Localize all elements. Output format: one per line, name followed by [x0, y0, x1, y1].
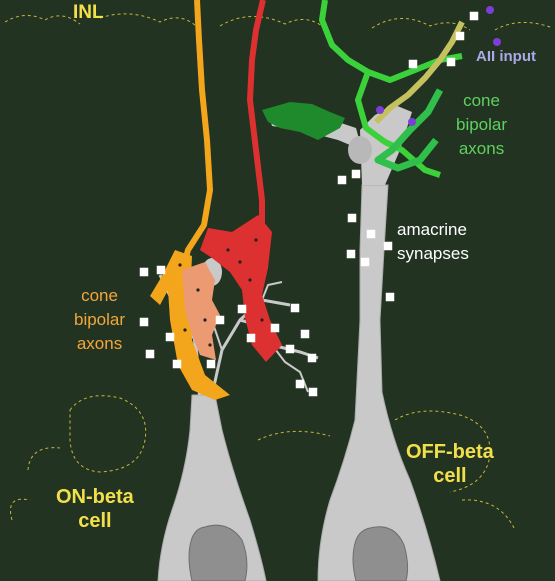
label-line: axons	[76, 334, 123, 353]
synapse-marker	[139, 317, 149, 327]
synapse-marker	[383, 241, 393, 251]
label-line: cone	[81, 286, 118, 305]
on-beta-cell-label: ON-beta cell	[56, 485, 134, 533]
synapse-marker	[366, 229, 376, 239]
synapse-marker	[285, 344, 295, 354]
right-cone-bipolar-axons	[262, 0, 465, 178]
axon-stipple	[178, 238, 264, 347]
amacrine-synapse-markers	[139, 11, 479, 397]
stipple-dot	[226, 248, 230, 252]
synapse-marker	[139, 267, 149, 277]
synapse-marker	[351, 169, 361, 179]
synapse-marker	[165, 332, 175, 342]
synapse-marker	[385, 292, 395, 302]
synapse-marker	[290, 303, 300, 313]
off-beta-dendrite-bulb	[348, 136, 372, 164]
olive-axon	[373, 20, 465, 125]
on-beta-soma	[157, 394, 267, 581]
salmon-axon-arbor	[182, 262, 220, 360]
cone-bipolar-axons-right-label: cone bipolar axons	[456, 89, 507, 161]
off-beta-cell-label: OFF-beta cell	[406, 440, 494, 488]
inl-label: INL	[73, 2, 104, 24]
label-line: amacrine	[397, 220, 467, 239]
label-line: cell	[433, 465, 467, 487]
orange-axon	[177, 0, 213, 281]
input-dot	[408, 118, 416, 126]
green-axon-branch	[355, 70, 441, 178]
inl-outline-2	[99, 13, 197, 27]
synapse-marker	[156, 265, 166, 275]
on-beta-nucleus	[188, 524, 248, 581]
synapse-marker	[237, 304, 247, 314]
amacrine-synapses-label: amacrine synapses	[397, 218, 469, 266]
stipple-dot	[196, 288, 200, 292]
label-line: axons	[458, 139, 505, 158]
aii-input-label: AII input	[476, 48, 536, 65]
synapse-marker	[300, 329, 310, 339]
green-axon-branch-2	[374, 88, 444, 172]
label-line: cell	[78, 510, 112, 532]
synapse-marker	[307, 353, 317, 363]
input-dot	[493, 38, 501, 46]
on-beta-dendrite-5	[261, 281, 283, 301]
inl-label-text: INL	[73, 2, 104, 23]
synapse-marker	[408, 59, 418, 69]
synapse-marker	[246, 333, 256, 343]
gcl-outline-3	[10, 498, 31, 521]
label-line: OFF-beta	[406, 441, 494, 463]
label-line: cone	[463, 91, 500, 110]
gcl-outline-1	[69, 395, 147, 473]
synapse-marker	[455, 31, 465, 41]
stipple-dot	[208, 343, 212, 347]
synapse-marker	[346, 249, 356, 259]
input-dot	[376, 106, 384, 114]
synapse-marker	[145, 349, 155, 359]
synapse-marker	[270, 323, 280, 333]
stipple-dot	[178, 263, 182, 267]
synapse-marker	[206, 359, 216, 369]
inl-outline-5	[494, 22, 554, 31]
synapse-marker	[446, 57, 456, 67]
synapse-marker	[347, 213, 357, 223]
label-line: synapses	[397, 244, 469, 263]
gcl-outline-4	[257, 430, 331, 441]
stipple-dot	[260, 318, 264, 322]
inl-outline-3	[219, 15, 323, 27]
red-axon-arbor	[200, 215, 282, 362]
stipple-dot	[254, 238, 258, 242]
gcl-outline-5	[394, 410, 491, 493]
synapse-marker	[469, 11, 479, 21]
gcl-outline-2	[27, 447, 61, 471]
synapse-marker	[172, 359, 182, 369]
aii-input-dots	[376, 6, 501, 126]
label-line: bipolar	[74, 310, 126, 329]
label-line: bipolar	[456, 115, 508, 134]
synapse-marker	[308, 387, 318, 397]
label-line: ON-beta	[56, 486, 134, 508]
gcl-outline-6	[461, 499, 516, 531]
synapse-marker	[215, 315, 225, 325]
aii-input-label-text: AII input	[476, 48, 536, 65]
synapse-marker	[337, 175, 347, 185]
synapse-marker	[360, 257, 370, 267]
left-cone-bipolar-axons	[150, 0, 282, 400]
inl-outline-1	[4, 15, 81, 25]
stipple-dot	[203, 318, 207, 322]
synapse-marker	[295, 379, 305, 389]
stipple-dot	[238, 260, 242, 264]
stipple-dot	[183, 328, 187, 332]
off-beta-nucleus	[352, 526, 409, 581]
stipple-dot	[248, 278, 252, 282]
cone-bipolar-axons-left-label: cone bipolar axons	[74, 284, 125, 356]
input-dot	[486, 6, 494, 14]
dark-green-axon	[262, 102, 345, 140]
red-axon	[247, 0, 266, 225]
